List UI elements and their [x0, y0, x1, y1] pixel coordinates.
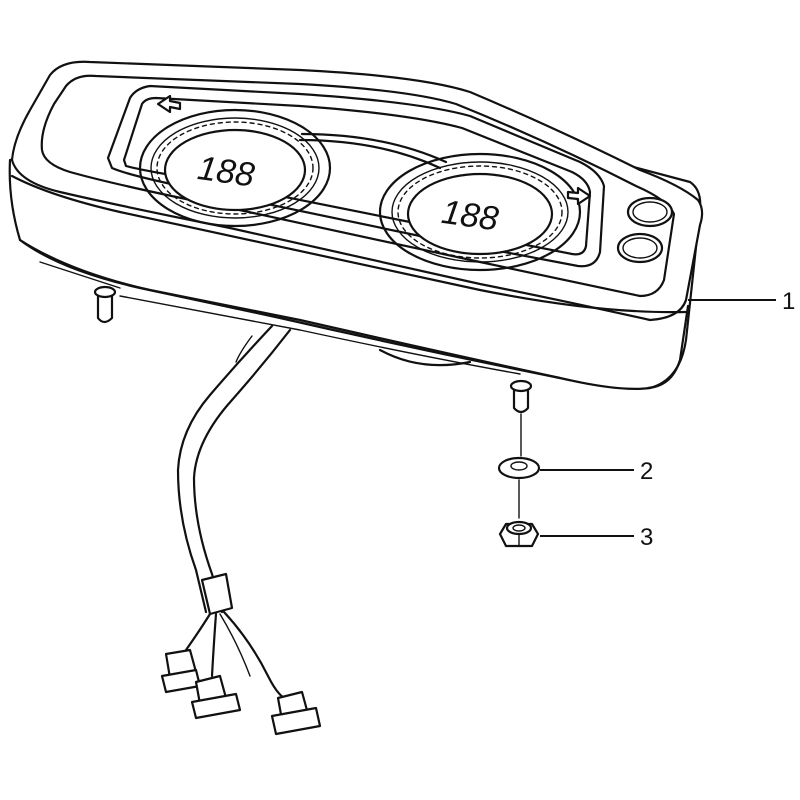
wiring-harness: [176, 324, 292, 702]
right-turn-arrow-icon: [566, 186, 592, 206]
left-turn-arrow-icon: [156, 94, 182, 114]
right-gauge: 188: [378, 152, 582, 272]
callout-label-3: 3: [640, 524, 653, 551]
left-digital-readout: 188: [195, 149, 257, 195]
washer: [497, 456, 541, 480]
mounting-stud-right: [509, 379, 533, 414]
indicator-lamps: [616, 196, 674, 264]
callout-label-2: 2: [640, 458, 653, 485]
connector-c: [270, 690, 322, 736]
left-gauge: 188: [138, 108, 332, 228]
callout-label-1: 1: [782, 288, 795, 315]
connector-a: [160, 648, 202, 694]
connector-b: [190, 674, 242, 720]
mounting-stud-left: [93, 285, 117, 324]
nut: [498, 520, 540, 548]
right-digital-readout: 188: [439, 193, 501, 239]
